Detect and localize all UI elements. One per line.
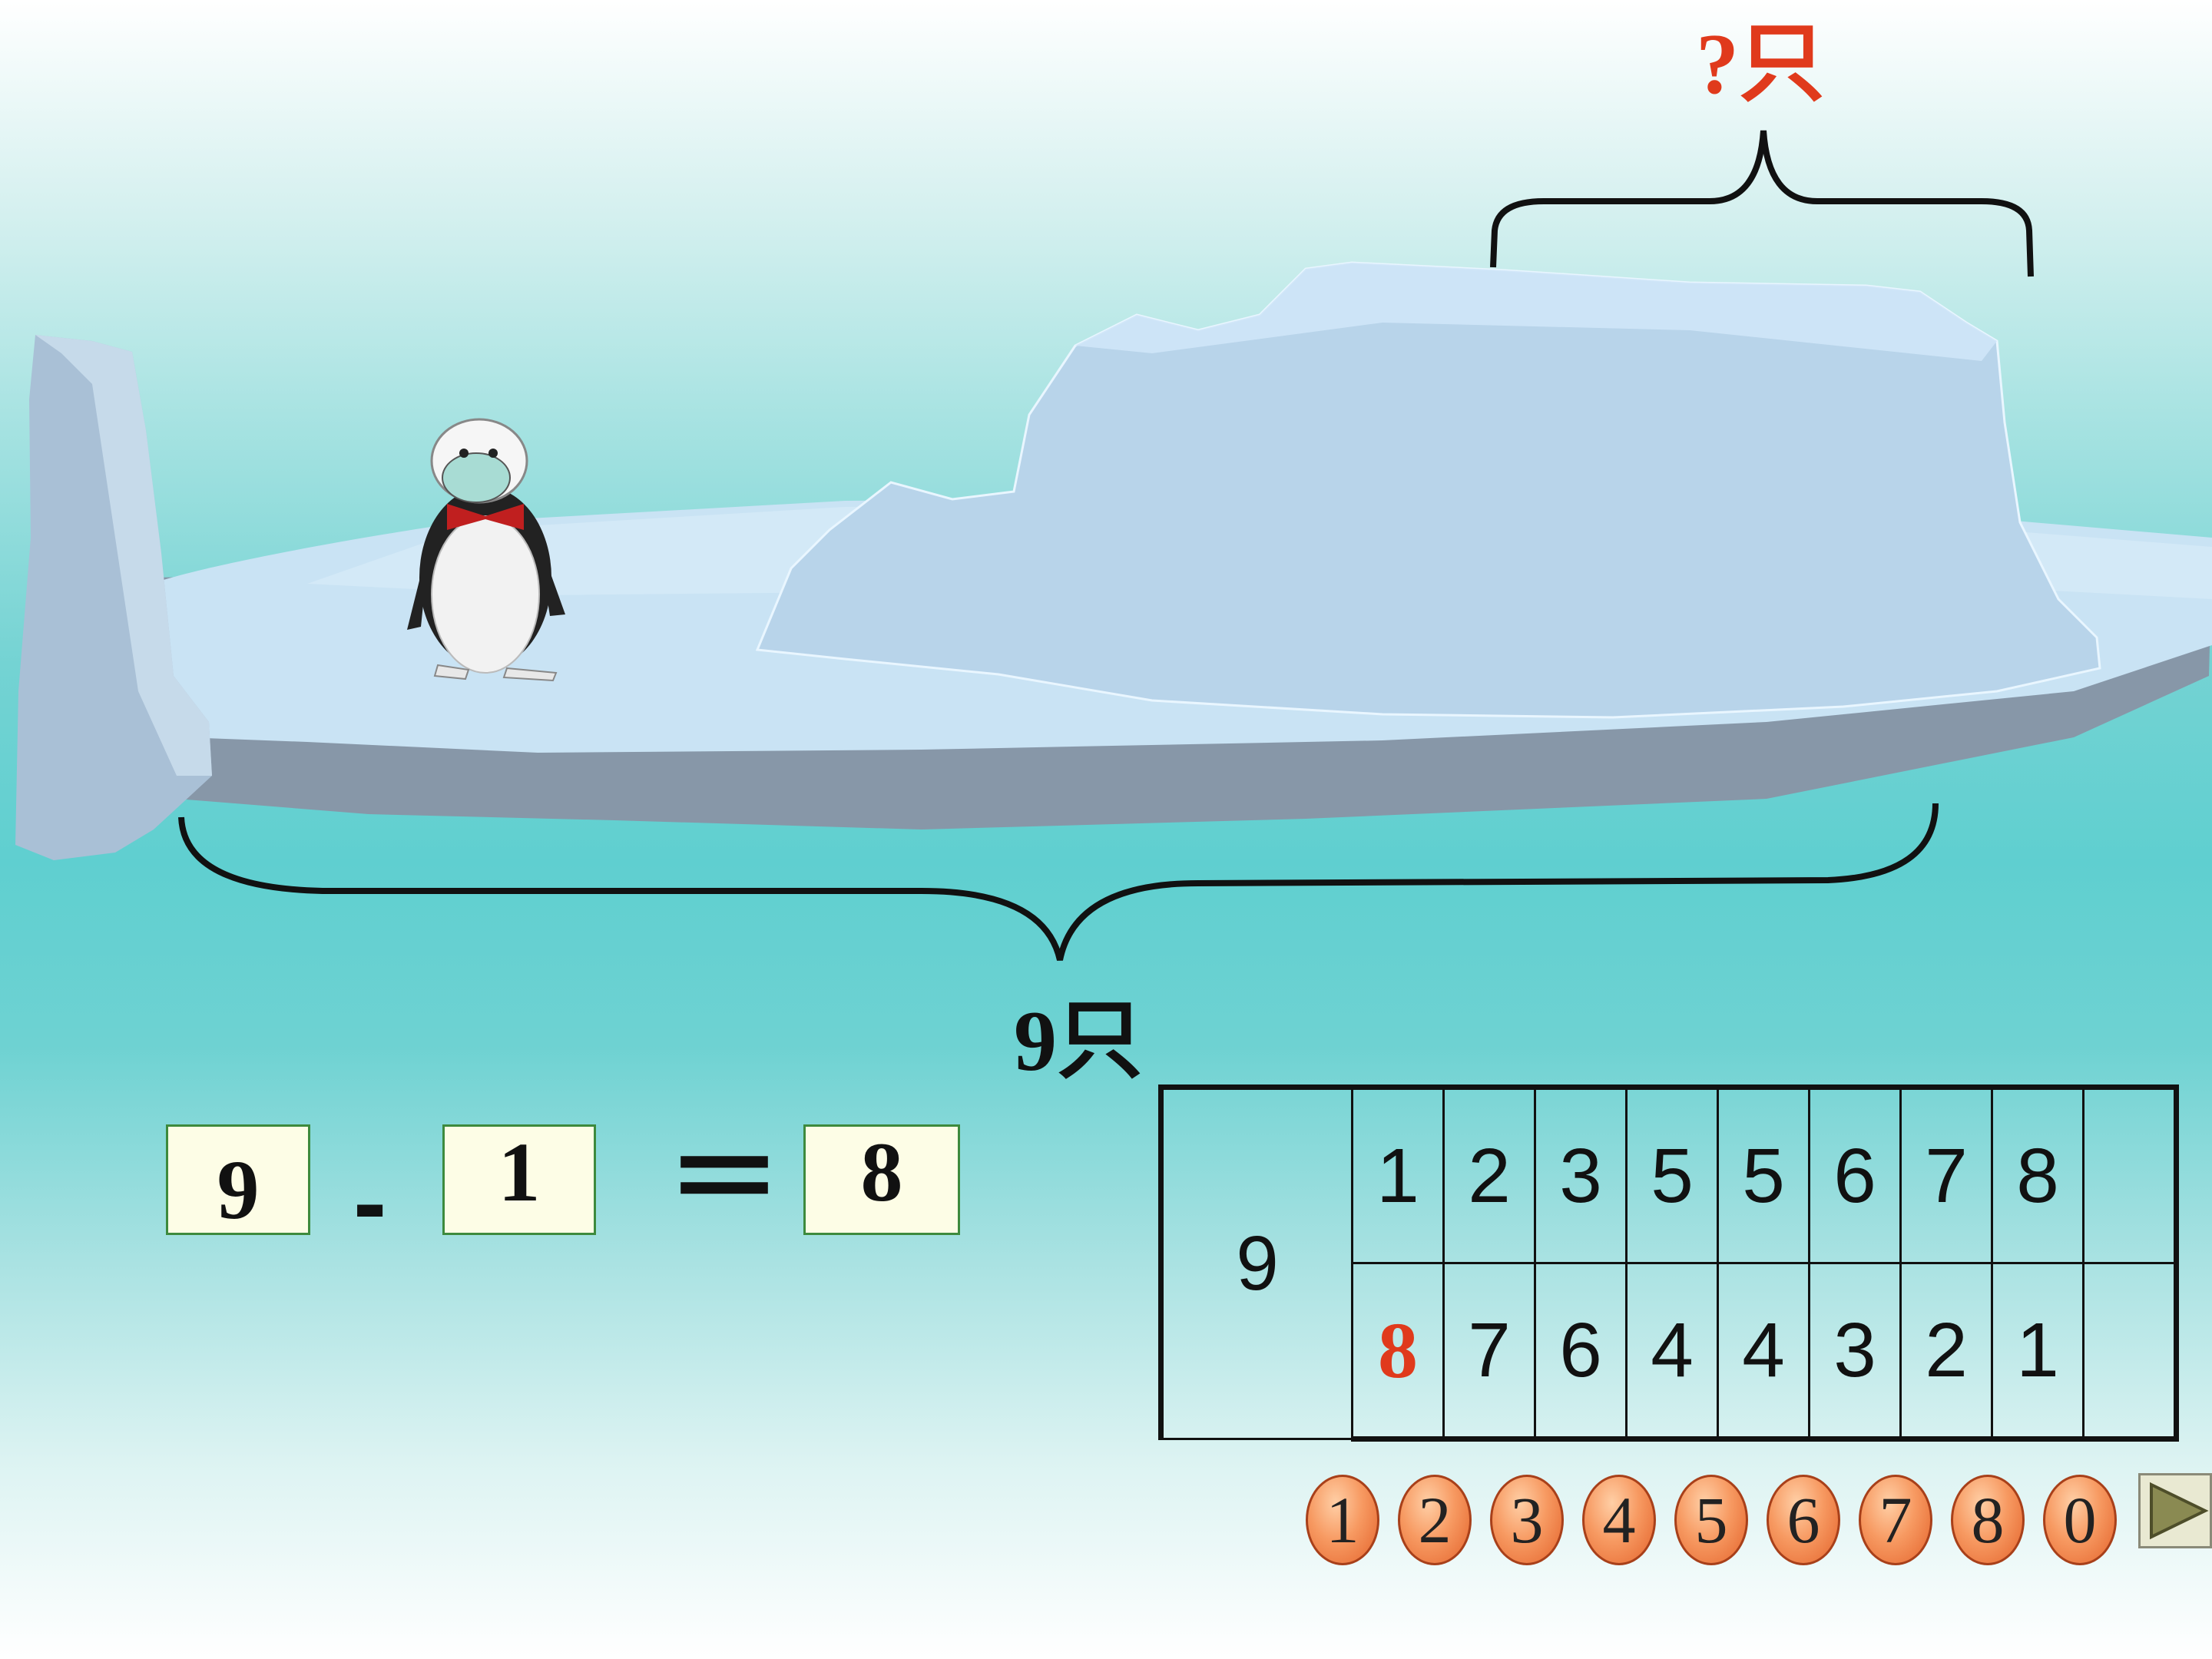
bottom-label: 9只	[1014, 994, 1143, 1089]
key-1[interactable]: 1	[1306, 1475, 1379, 1565]
key-3[interactable]: 3	[1490, 1475, 1564, 1565]
table-bottom-cell[interactable]: 4	[1717, 1262, 1810, 1442]
table-top-cell[interactable]: 8	[1991, 1084, 2085, 1264]
key-7[interactable]: 7	[1859, 1475, 1932, 1565]
table-bottom-cell[interactable]	[2082, 1262, 2179, 1442]
table-bottom-cell[interactable]: 7	[1442, 1262, 1536, 1442]
play-triangle-icon	[2150, 1482, 2209, 1540]
top-label: ?只	[1696, 17, 1825, 112]
top-brace	[1490, 130, 2034, 277]
table-top-cell[interactable]: 1	[1351, 1084, 1445, 1264]
table-top-cell[interactable]: 5	[1625, 1084, 1719, 1264]
penguin	[407, 418, 565, 682]
table-top-cell[interactable]: 2	[1442, 1084, 1536, 1264]
iceberg-highlight	[1075, 263, 1997, 361]
table-bottom-cell[interactable]: 6	[1534, 1262, 1628, 1442]
play-button[interactable]	[2138, 1473, 2212, 1548]
key-0[interactable]: 0	[2043, 1475, 2117, 1565]
key-6[interactable]: 6	[1767, 1475, 1840, 1565]
table-top-cell[interactable]: 3	[1534, 1084, 1628, 1264]
table-top-cell[interactable]	[2082, 1084, 2179, 1264]
equation-equals-sign: ＝	[667, 1114, 783, 1243]
table-bottom-cell[interactable]: 1	[1991, 1262, 2085, 1442]
table-top-cell[interactable]: 5	[1717, 1084, 1810, 1264]
equation-subtrahend-box[interactable]: 1	[442, 1124, 596, 1235]
key-5[interactable]: 5	[1674, 1475, 1748, 1565]
table-bottom-cell-highlighted[interactable]: 8	[1351, 1262, 1445, 1442]
key-8[interactable]: 8	[1951, 1475, 2025, 1565]
equation-minuend-box[interactable]: 9	[166, 1124, 310, 1237]
table-bottom-cell[interactable]: 4	[1625, 1262, 1719, 1442]
key-4[interactable]: 4	[1582, 1475, 1656, 1565]
key-2[interactable]: 2	[1398, 1475, 1472, 1565]
table-bottom-cell[interactable]: 2	[1899, 1262, 1993, 1442]
table-bottom-cell[interactable]: 3	[1808, 1262, 1902, 1442]
table-total-cell: 9	[1158, 1084, 1353, 1440]
table-top-cell[interactable]: 7	[1899, 1084, 1993, 1264]
number-decomposition-table: 9 1 2 3 5 5 6 7 8 8 7 6 4 4 3 2 1	[1158, 1084, 2179, 1442]
equation-result-box[interactable]: 8	[803, 1124, 960, 1235]
bottom-brace	[178, 803, 1939, 961]
ice-block-left-face	[35, 335, 212, 776]
table-top-cell[interactable]: 6	[1808, 1084, 1902, 1264]
equation-minus-sign: -	[353, 1146, 387, 1258]
